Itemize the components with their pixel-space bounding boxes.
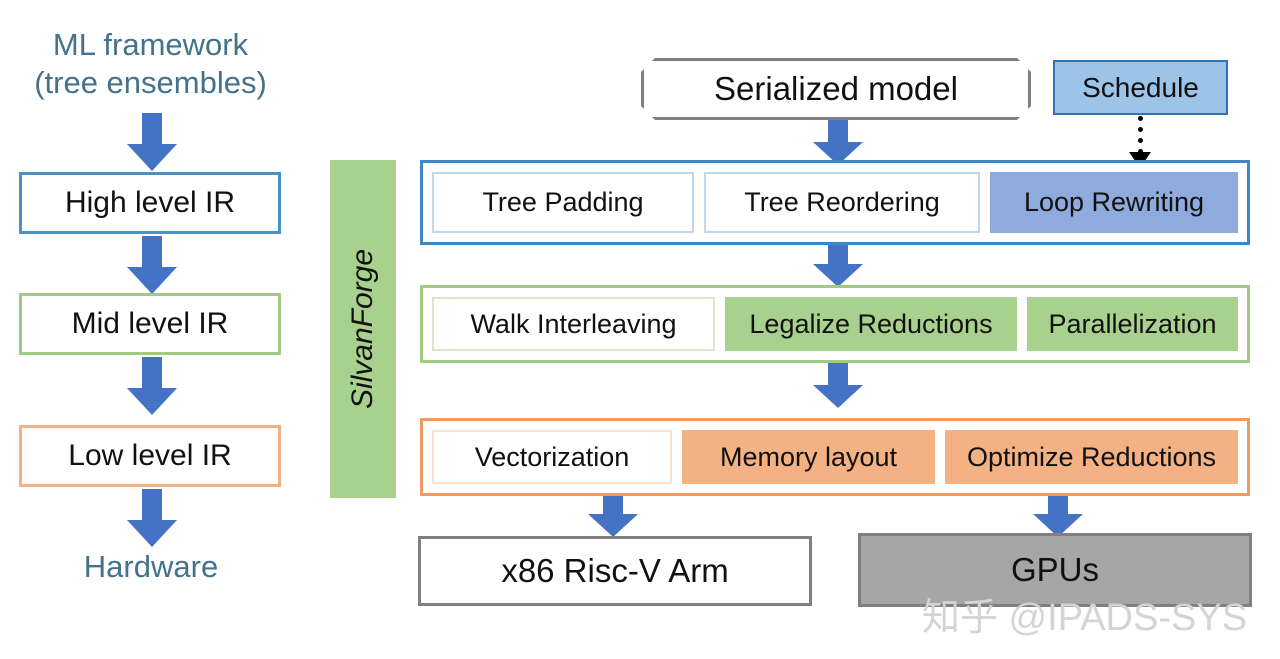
pass-loop-rewriting[interactable]: Loop Rewriting	[990, 172, 1238, 233]
silvanforge-label: SilvanForge	[346, 248, 380, 410]
pass-label-tree-reordering: Tree Reordering	[744, 187, 940, 217]
hardware-label: Hardware	[83, 549, 219, 584]
arrow-mid-to-low-ir	[127, 357, 177, 415]
pass-label-tree-padding: Tree Padding	[482, 187, 644, 217]
dashed-line-schedule-to-loop-rewriting	[1138, 116, 1143, 154]
pass-band-high-level: Tree Padding Tree Reordering Loop Rewrit…	[420, 160, 1250, 245]
target-box-gpu[interactable]: GPUs	[858, 533, 1252, 607]
pass-tree-padding[interactable]: Tree Padding	[432, 172, 694, 233]
arrow-high-to-mid-ir	[127, 236, 177, 294]
stage-label-high-level-ir: High level IR	[64, 186, 236, 219]
arrow-low-ir-to-hardware	[127, 489, 177, 547]
serialized-model-box[interactable]: Serialized model	[641, 58, 1031, 120]
stage-box-high-level-ir[interactable]: High level IR	[19, 172, 281, 234]
pass-label-memory-layout: Memory layout	[719, 441, 898, 472]
pass-label-optimize-reductions: Optimize Reductions	[966, 441, 1217, 472]
ml-framework-label: ML framework (tree ensembles)	[34, 27, 267, 100]
target-label-cpu: x86 Risc-V Arm	[501, 552, 729, 589]
arrow-blue-to-green-band	[813, 245, 863, 287]
pass-band-mid-level: Walk Interleaving Legalize Reductions Pa…	[420, 285, 1250, 363]
arrow-orange-to-gpu-target	[1033, 496, 1083, 538]
pass-tree-reordering[interactable]: Tree Reordering	[704, 172, 980, 233]
pass-optimize-reductions[interactable]: Optimize Reductions	[945, 430, 1238, 484]
arrow-orange-to-cpu-targets	[588, 496, 638, 538]
pass-band-low-level: Vectorization Memory layout Optimize Red…	[420, 418, 1250, 496]
target-label-gpu: GPUs	[1010, 551, 1099, 588]
arrow-green-to-orange-band	[813, 363, 863, 409]
stage-box-mid-level-ir[interactable]: Mid level IR	[19, 293, 281, 355]
pass-label-loop-rewriting: Loop Rewriting	[1023, 187, 1205, 217]
serialized-model-label: Serialized model	[714, 70, 958, 107]
pass-vectorization[interactable]: Vectorization	[432, 430, 672, 484]
schedule-label: Schedule	[1082, 71, 1199, 103]
arrow-framework-to-high-ir	[127, 113, 177, 171]
pass-label-parallelization: Parallelization	[1048, 308, 1217, 339]
arrow-model-to-blue-band	[813, 120, 863, 165]
target-box-cpu[interactable]: x86 Risc-V Arm	[418, 536, 812, 606]
pass-parallelization[interactable]: Parallelization	[1027, 297, 1238, 351]
pass-label-walk-interleaving: Walk Interleaving	[470, 308, 677, 339]
pass-legalize-reductions[interactable]: Legalize Reductions	[725, 297, 1017, 351]
stage-box-low-level-ir[interactable]: Low level IR	[19, 425, 281, 487]
stage-label-mid-level-ir: Mid level IR	[71, 307, 229, 340]
pass-label-legalize-reductions: Legalize Reductions	[749, 308, 993, 339]
stage-label-low-level-ir: Low level IR	[68, 439, 232, 472]
pass-memory-layout[interactable]: Memory layout	[682, 430, 935, 484]
pass-label-vectorization: Vectorization	[474, 441, 630, 472]
schedule-box[interactable]: Schedule	[1053, 60, 1228, 115]
silvanforge-band: SilvanForge	[330, 160, 396, 498]
pass-walk-interleaving[interactable]: Walk Interleaving	[432, 297, 715, 351]
